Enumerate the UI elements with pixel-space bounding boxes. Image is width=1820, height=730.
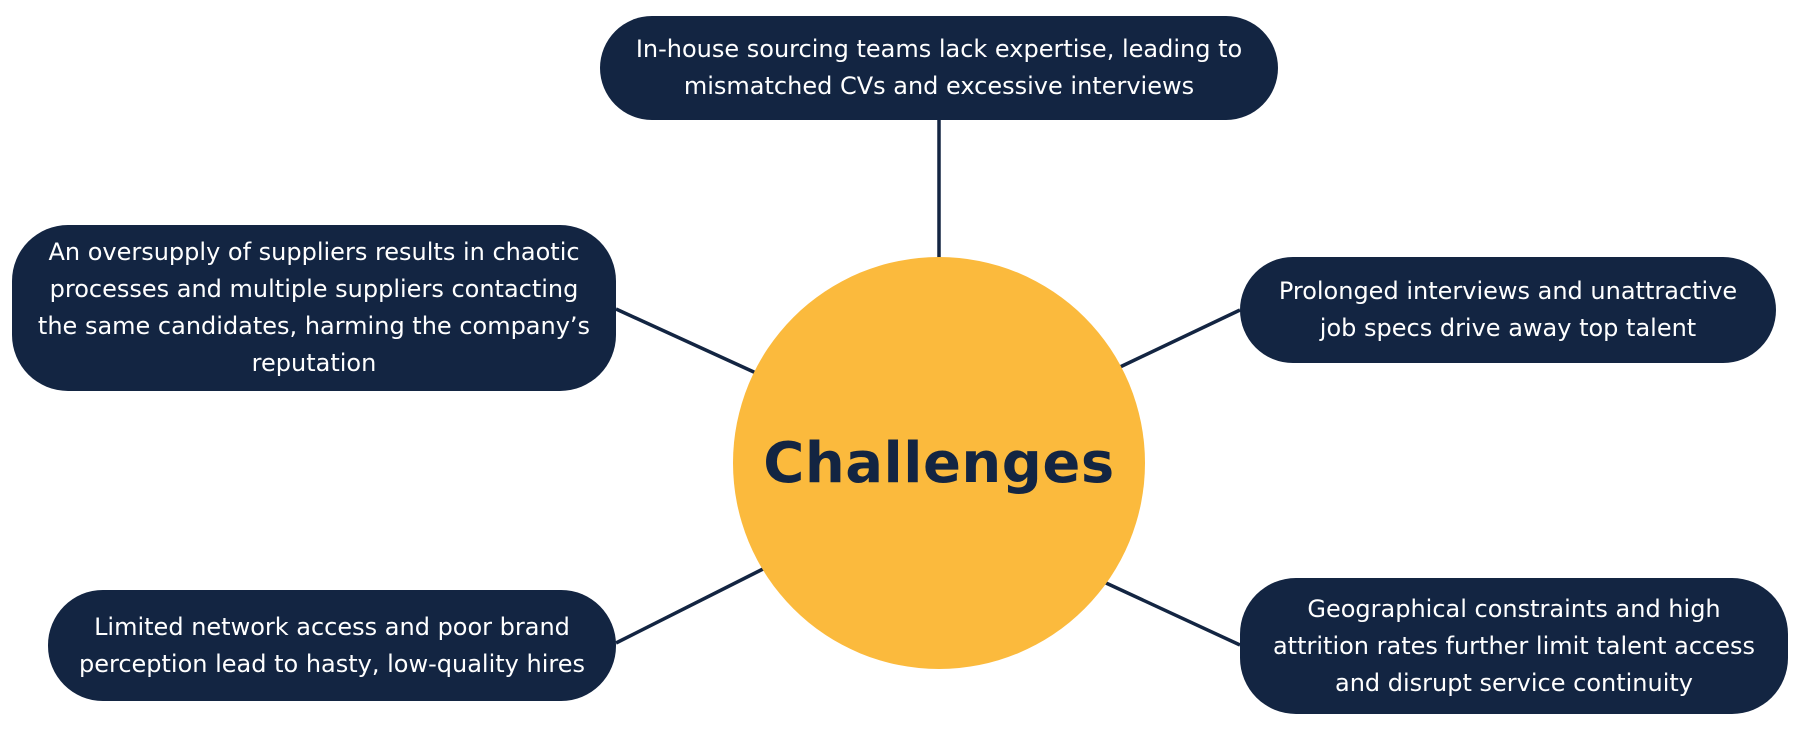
connector-right-upper [1119,308,1241,369]
node-text: An oversupply of suppliers results in ch… [37,238,591,377]
node-prolonged-interviews: Prolonged interviews and unattractive jo… [1240,257,1776,363]
node-limited-network: Limited network access and poor brand pe… [48,590,616,701]
node-supplier-oversupply: An oversupply of suppliers results in ch… [12,225,616,391]
hub-title: Challenges [763,430,1115,496]
node-text: Prolonged interviews and unattractive jo… [1278,277,1738,342]
connector-left-upper [615,307,757,375]
node-in-house-sourcing: In-house sourcing teams lack expertise, … [600,16,1278,120]
node-geographical-constraints: Geographical constraints and high attrit… [1240,578,1788,714]
node-text: Limited network access and poor brand pe… [78,612,585,678]
connector-left-lower [615,567,764,645]
node-text: Geographical constraints and high attrit… [1272,594,1756,697]
connector-right-lower [1105,581,1241,647]
challenges-hub: Challenges [733,257,1145,669]
node-text: In-house sourcing teams lack expertise, … [635,35,1243,100]
